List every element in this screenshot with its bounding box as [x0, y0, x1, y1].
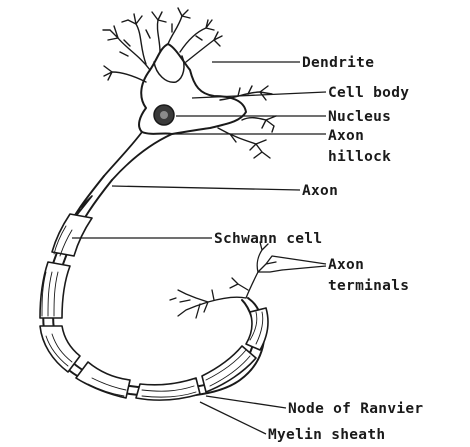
- myelin-sheath-segments: [40, 196, 268, 400]
- label-axon-hillock-line1: Axon: [328, 128, 364, 144]
- label-dendrite: Dendrite: [302, 55, 374, 71]
- schwann-cell-segment: [76, 196, 92, 216]
- label-axon-hillock-line2: hillock: [328, 149, 391, 165]
- label-cell-body: Cell body: [328, 85, 409, 101]
- label-myelin-sheath: Myelin sheath: [268, 427, 385, 443]
- label-axon-terminals-line2: terminals: [328, 278, 409, 294]
- label-nucleus: Nucleus: [328, 109, 391, 125]
- schwann-cell-segment: [246, 308, 268, 350]
- leader-line-axon-terminals-2: [282, 266, 326, 270]
- label-axon-terminals-line1: Axon: [328, 257, 364, 273]
- axon-hillock-shape: [104, 132, 172, 180]
- leader-line-myelin-sheath: [200, 402, 266, 434]
- label-axon: Axon: [302, 183, 338, 199]
- neuron-drawing: [40, 8, 282, 400]
- leader-line-axon: [112, 186, 300, 190]
- schwann-cell-segment: [52, 214, 92, 256]
- leader-line-node-of-ranvier: [206, 396, 286, 408]
- label-node-of-ranvier: Node of Ranvier: [288, 401, 423, 417]
- axon-terminals: [170, 242, 282, 318]
- leader-line-axon-terminals-1: [272, 256, 326, 264]
- label-schwann-cell: Schwann cell: [214, 231, 322, 247]
- schwann-cell-segment: [202, 346, 256, 392]
- schwann-cell-segment: [76, 362, 130, 398]
- nucleolus-shape: [160, 111, 168, 119]
